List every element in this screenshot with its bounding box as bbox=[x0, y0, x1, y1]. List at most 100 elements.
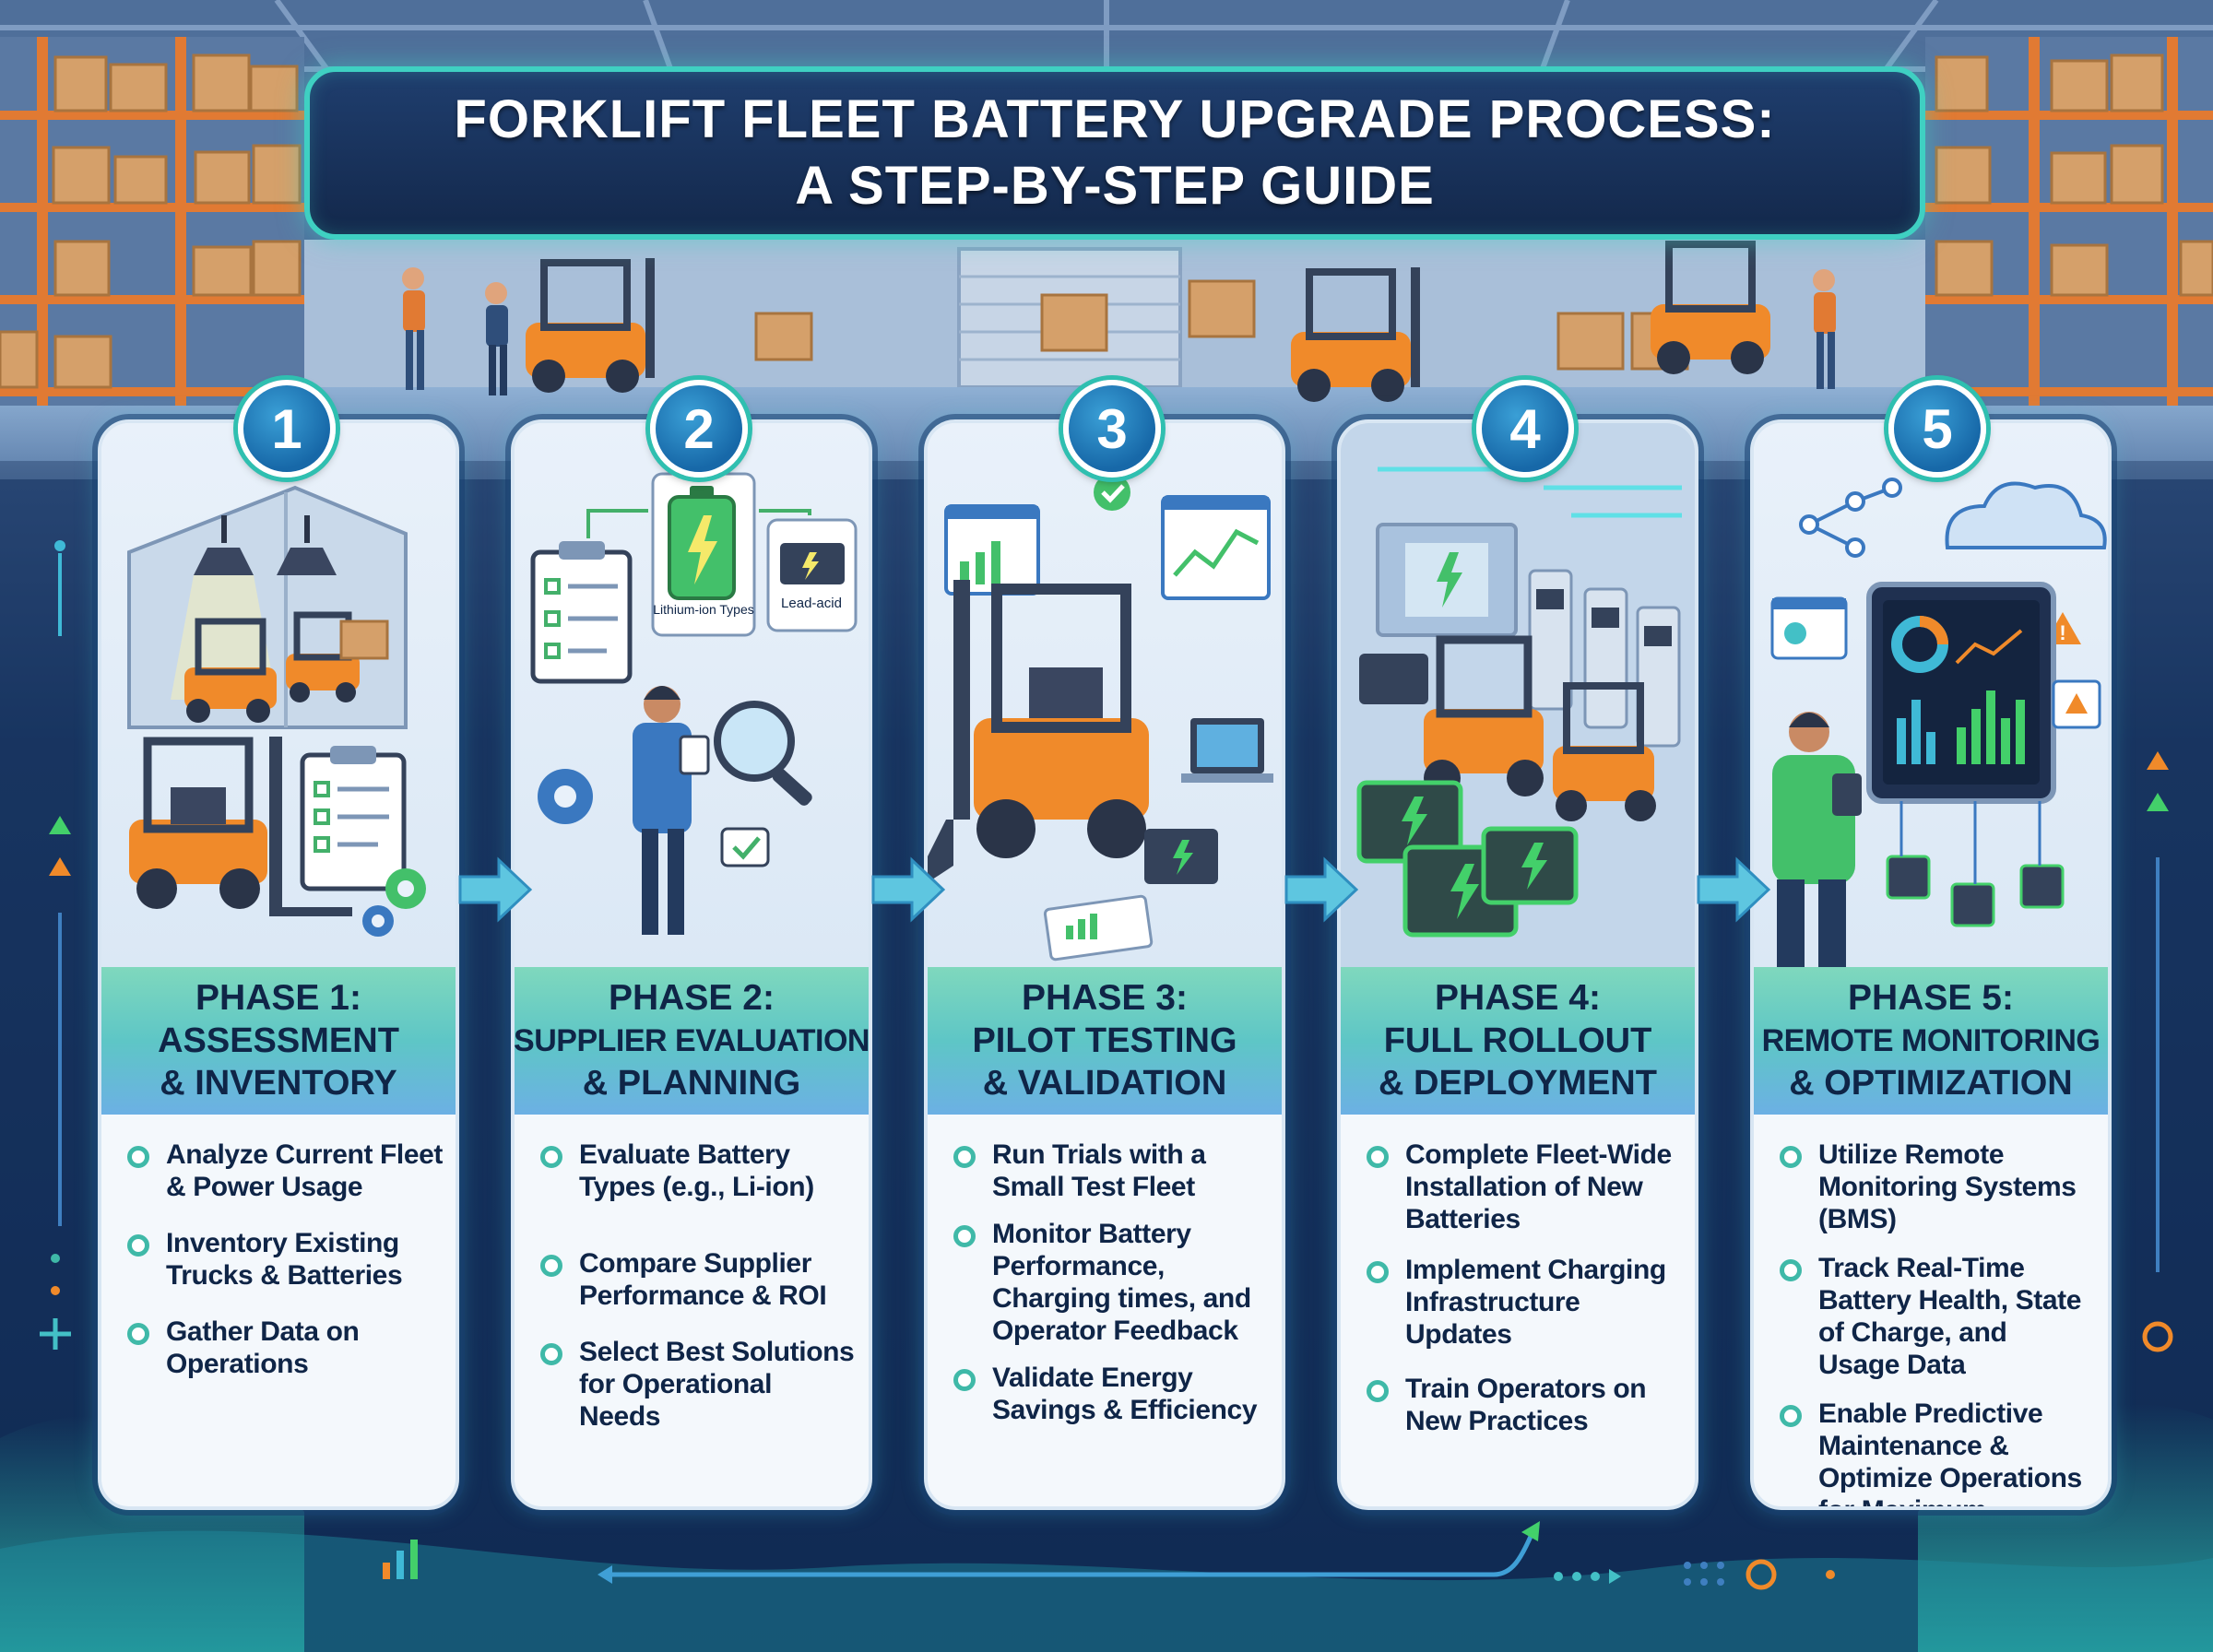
phase-title-line-2: & VALIDATION bbox=[982, 1064, 1227, 1103]
list-item: Complete Fleet-Wide Installation of New … bbox=[1367, 1139, 1682, 1235]
step-number-4: 4 bbox=[1509, 397, 1541, 460]
bullet-text: Evaluate Battery Types (e.g., Li-ion) bbox=[579, 1139, 814, 1202]
list-item: Validate Energy Savings & Efficiency bbox=[953, 1362, 1269, 1426]
step-badge-1: 1 bbox=[238, 380, 336, 478]
bullet-text: Track Real-Time Battery Health, State of… bbox=[1818, 1253, 2082, 1380]
phase-header-2: PHASE 2: SUPPLIER EVALUATION & PLANNING bbox=[515, 967, 869, 1115]
bullet-text: Train Operators on New Practices bbox=[1405, 1374, 1647, 1436]
list-item: Evaluate Battery Types (e.g., Li-ion) bbox=[540, 1139, 856, 1203]
step-number-2: 2 bbox=[683, 397, 715, 460]
phase-bullets-2: Evaluate Battery Types (e.g., Li-ion) Co… bbox=[515, 1139, 869, 1457]
bullet-text: Complete Fleet-Wide Installation of New … bbox=[1405, 1139, 1672, 1234]
phase-bullets-4: Complete Fleet-Wide Installation of New … bbox=[1341, 1139, 1695, 1461]
arrow-right-icon bbox=[871, 856, 945, 923]
title-line-1: FORKLIFT FLEET BATTERY UPGRADE PROCESS: bbox=[454, 89, 1776, 149]
phase-title-line-1: FULL ROLLOUT bbox=[1383, 1021, 1652, 1060]
left-decorations bbox=[40, 540, 71, 1350]
bullet-icon bbox=[540, 1146, 562, 1168]
bullet-icon bbox=[953, 1369, 976, 1391]
bullet-icon bbox=[540, 1343, 562, 1365]
phase-title-line-2: & INVENTORY bbox=[160, 1064, 397, 1103]
phase-card-3: PHASE 3: PILOT TESTING & VALIDATION Run … bbox=[924, 419, 1285, 1510]
bullet-text: Monitor Battery Performance, Charging ti… bbox=[992, 1219, 1251, 1346]
phase-header-3: PHASE 3: PILOT TESTING & VALIDATION bbox=[928, 967, 1282, 1115]
phase-title-line-2: & PLANNING bbox=[582, 1064, 801, 1103]
phase-header-4: PHASE 4: FULL ROLLOUT & DEPLOYMENT bbox=[1341, 967, 1695, 1115]
phase-label: PHASE 4: bbox=[1435, 978, 1601, 1018]
phase-header-5: PHASE 5: REMOTE MONITORING & OPTIMIZATIO… bbox=[1754, 967, 2108, 1115]
phase-card-4: PHASE 4: FULL ROLLOUT & DEPLOYMENT Compl… bbox=[1337, 419, 1698, 1510]
phase-title-line-1: SUPPLIER EVALUATION bbox=[514, 1023, 870, 1058]
bullet-icon bbox=[1780, 1146, 1802, 1168]
phase-bullets-5: Utilize Remote Monitoring Systems (BMS) … bbox=[1754, 1139, 2108, 1506]
bullet-icon bbox=[1367, 1146, 1389, 1168]
bullet-icon bbox=[953, 1146, 976, 1168]
title-line-2: A STEP-BY-STEP GUIDE bbox=[795, 156, 1435, 216]
phase-title-line-1: REMOTE MONITORING bbox=[1761, 1023, 2101, 1058]
list-item: Compare Supplier Performance & ROI bbox=[540, 1247, 856, 1312]
bullet-text: Validate Energy Savings & Efficiency bbox=[992, 1363, 1258, 1425]
phase-title-line-1: ASSESSMENT bbox=[158, 1021, 399, 1060]
illustration-battery-comparison: Lithium-ion Types Lead-acid bbox=[515, 423, 869, 967]
step-badge-5: 5 bbox=[1888, 380, 1986, 478]
phase-label: PHASE 2: bbox=[609, 978, 775, 1018]
phase-label: PHASE 3: bbox=[1022, 978, 1188, 1018]
bullet-text: Implement Charging Infrastructure Update… bbox=[1405, 1255, 1666, 1350]
bullet-icon bbox=[127, 1146, 149, 1168]
bullet-icon bbox=[953, 1225, 976, 1247]
step-number-5: 5 bbox=[1922, 397, 1953, 460]
phase-card-2: Lithium-ion Types Lead-acid PHASE 2: SUP… bbox=[511, 419, 872, 1510]
phase-title-line-1: PILOT TESTING bbox=[972, 1021, 1237, 1060]
bullet-text: Compare Supplier Performance & ROI bbox=[579, 1248, 827, 1311]
bullet-icon bbox=[1780, 1405, 1802, 1427]
phase-label: PHASE 1: bbox=[195, 978, 361, 1018]
phase-bullets-1: Analyze Current Fleet & Power Usage Inve… bbox=[101, 1139, 456, 1404]
lithium-ion-label: Lithium-ion Types bbox=[653, 602, 753, 617]
arrow-right-icon bbox=[458, 856, 532, 923]
bullet-icon bbox=[1367, 1380, 1389, 1402]
list-item: Monitor Battery Performance, Charging ti… bbox=[953, 1218, 1269, 1347]
bullet-icon bbox=[1367, 1261, 1389, 1283]
list-item: Select Best Solutions for Operational Ne… bbox=[540, 1336, 856, 1433]
phase-title-line-2: & DEPLOYMENT bbox=[1379, 1064, 1657, 1103]
bullet-icon bbox=[127, 1234, 149, 1257]
step-number-1: 1 bbox=[271, 397, 302, 460]
list-item: Enable Predictive Maintenance & Optimize… bbox=[1780, 1398, 2095, 1506]
bullet-icon bbox=[540, 1255, 562, 1277]
list-item: Train Operators on New Practices bbox=[1367, 1373, 1682, 1437]
list-item: Run Trials with a Small Test Fleet bbox=[953, 1139, 1269, 1203]
list-item: Utilize Remote Monitoring Systems (BMS) bbox=[1780, 1139, 2095, 1235]
list-item: Track Real-Time Battery Health, State of… bbox=[1780, 1252, 2095, 1381]
phase-title-line-2: & OPTIMIZATION bbox=[1789, 1064, 2073, 1103]
bottom-flow-decoration bbox=[383, 1521, 1835, 1590]
bullet-text: Analyze Current Fleet & Power Usage bbox=[166, 1139, 444, 1202]
right-decorations bbox=[2142, 751, 2173, 1352]
step-badge-2: 2 bbox=[650, 380, 748, 478]
illustration-remote-monitoring: ! bbox=[1754, 423, 2108, 967]
phase-card-1: PHASE 1: ASSESSMENT & INVENTORY Analyze … bbox=[98, 419, 459, 1510]
title-banner: FORKLIFT FLEET BATTERY UPGRADE PROCESS: … bbox=[304, 66, 1925, 240]
warning-icon: ! bbox=[2059, 621, 2065, 644]
bullet-text: Enable Predictive Maintenance & Optimize… bbox=[1818, 1398, 2082, 1506]
illustration-pilot-testing bbox=[928, 423, 1282, 967]
bullet-text: Select Best Solutions for Operational Ne… bbox=[579, 1337, 855, 1432]
bullet-text: Utilize Remote Monitoring Systems (BMS) bbox=[1818, 1139, 2077, 1234]
lead-acid-label: Lead-acid bbox=[781, 596, 842, 611]
illustration-charging-deployment bbox=[1341, 423, 1695, 967]
step-badge-4: 4 bbox=[1476, 380, 1574, 478]
phase-card-5: ! PHASE 5: REMOTE MO bbox=[1750, 419, 2112, 1510]
phase-header-1: PHASE 1: ASSESSMENT & INVENTORY bbox=[101, 967, 456, 1115]
bullet-icon bbox=[127, 1323, 149, 1345]
phase-label: PHASE 5: bbox=[1848, 978, 2014, 1018]
bullet-text: Inventory Existing Trucks & Batteries bbox=[166, 1228, 403, 1291]
list-item: Analyze Current Fleet & Power Usage bbox=[127, 1139, 443, 1203]
list-item: Implement Charging Infrastructure Update… bbox=[1367, 1254, 1682, 1351]
phase-bullets-3: Run Trials with a Small Test Fleet Monit… bbox=[928, 1139, 1282, 1450]
bullet-text: Run Trials with a Small Test Fleet bbox=[992, 1139, 1206, 1202]
bullet-text: Gather Data on Operations bbox=[166, 1316, 360, 1379]
list-item: Inventory Existing Trucks & Batteries bbox=[127, 1227, 443, 1292]
arrow-right-icon bbox=[1697, 856, 1770, 923]
bullet-icon bbox=[1780, 1259, 1802, 1281]
step-badge-3: 3 bbox=[1063, 380, 1161, 478]
illustration-warehouse-forklifts bbox=[101, 423, 456, 967]
